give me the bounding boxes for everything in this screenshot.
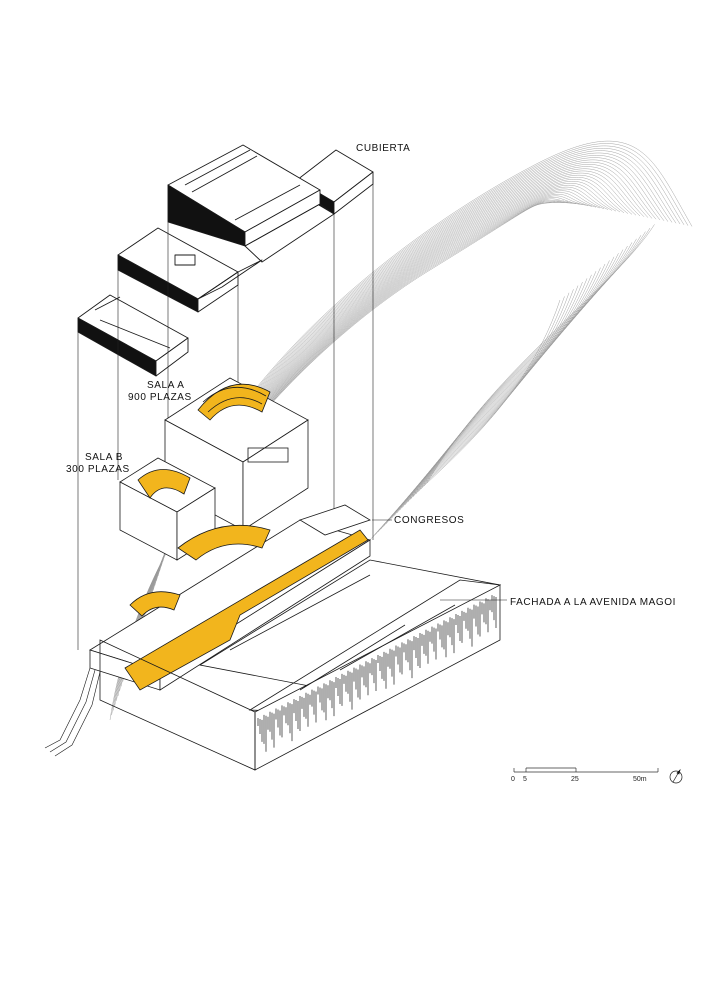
scale-tick-50m: 50m [633,776,647,783]
contour-line [380,285,579,530]
projection-lines [77,184,374,650]
leader-lines [372,519,507,601]
label-fachada: FACHADA A LA AVENIDA MAGOI [510,597,677,608]
scale-bar [513,767,659,773]
contour-line [418,235,642,492]
contour-line [372,296,565,538]
label-sala-a-capacity: 900 PLAZAS [128,392,192,403]
contour-line [383,281,583,527]
scale-tick-25: 25 [571,776,579,783]
scale-tick-5: 5 [523,776,527,783]
label-sala-a-name: SALA A [147,380,185,391]
north-arrow-icon [669,768,683,784]
contour-line [369,299,561,541]
main-level [89,504,371,691]
contour-line [426,224,655,484]
access-ramp [44,667,101,757]
contour-line [421,231,646,489]
scale-tick-0: 0 [511,776,515,783]
label-sala-b-capacity: 300 PLAZAS [66,464,130,475]
label-congresos: CONGRESOS [394,515,465,526]
sala-a-volume [164,377,309,531]
label-cubierta: CUBIERTA [356,143,411,154]
facade-pattern [257,595,497,752]
label-sala-b-name: SALA B [85,452,124,463]
sala-b-volume [119,457,216,561]
roof-exploded-layer [77,144,374,377]
contour-line [375,292,570,535]
contour-line [377,289,574,533]
